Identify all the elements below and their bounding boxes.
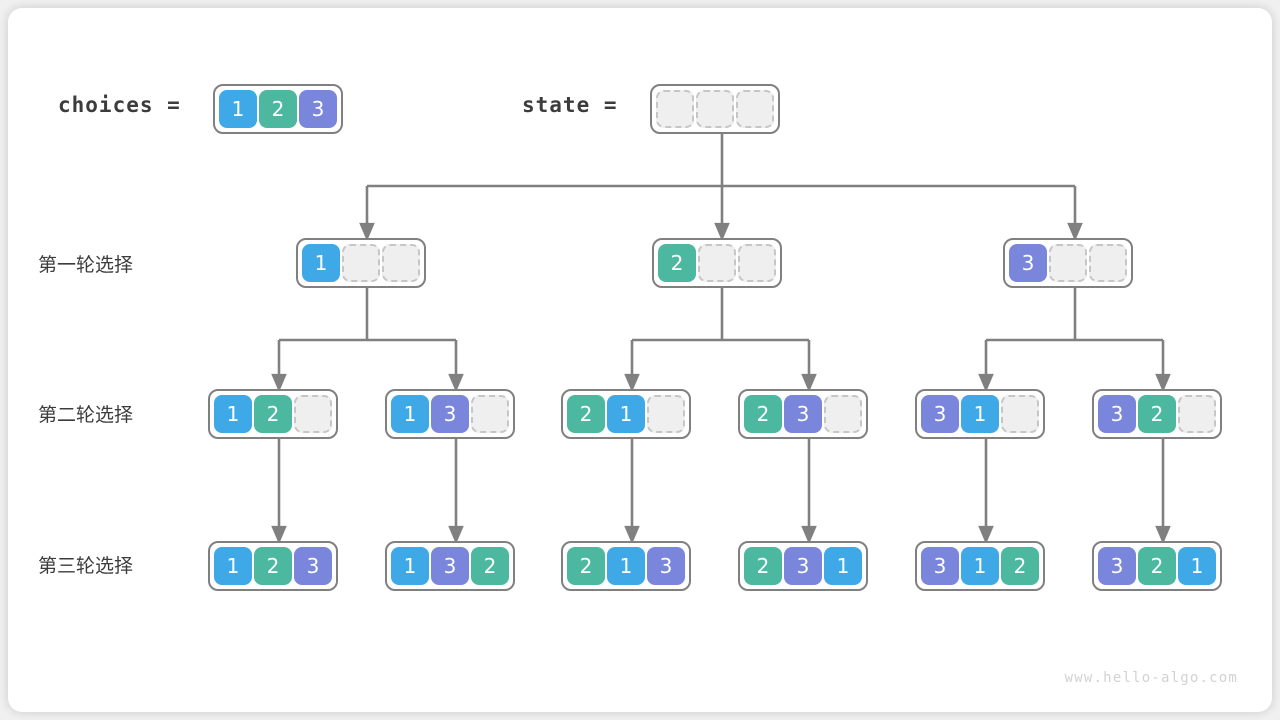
- node-cell-value: 3: [294, 547, 332, 585]
- node-cell-value: 1: [961, 395, 999, 433]
- node-cell-empty: [647, 395, 685, 433]
- node-cell-value: 1: [824, 547, 862, 585]
- node-cell-value: 2: [567, 395, 605, 433]
- state-cell-empty: [696, 90, 734, 128]
- node-cell-value: 3: [1098, 395, 1136, 433]
- node-cell-value: 2: [254, 395, 292, 433]
- choices-cell-value: 1: [219, 90, 257, 128]
- choices-cell-value: 3: [299, 90, 337, 128]
- node-cell-empty: [382, 244, 420, 282]
- node-cell-value: 2: [1138, 395, 1176, 433]
- node-cell-empty: [1178, 395, 1216, 433]
- node-cell-empty: [342, 244, 380, 282]
- node-cell-value: 2: [567, 547, 605, 585]
- node-cell-value: 3: [921, 395, 959, 433]
- node-cell-value: 3: [921, 547, 959, 585]
- node-cell-empty: [824, 395, 862, 433]
- state-cell-empty: [736, 90, 774, 128]
- node-cell-value: 1: [214, 547, 252, 585]
- node-cell-empty: [698, 244, 736, 282]
- node-cell-value: 3: [784, 547, 822, 585]
- state-array-r1-n2: 2: [652, 238, 782, 288]
- node-cell-value: 2: [658, 244, 696, 282]
- watermark: www.hello-algo.com: [1064, 670, 1238, 686]
- choices-label: choices =: [58, 93, 181, 117]
- node-cell-value: 3: [431, 547, 469, 585]
- node-cell-empty: [1089, 244, 1127, 282]
- node-cell-value: 3: [431, 395, 469, 433]
- node-cell-value: 3: [1009, 244, 1047, 282]
- state-cell-empty: [656, 90, 694, 128]
- state-array: [650, 84, 780, 134]
- node-cell-value: 1: [391, 547, 429, 585]
- node-cell-value: 1: [607, 547, 645, 585]
- node-cell-value: 1: [214, 395, 252, 433]
- node-cell-value: 1: [961, 547, 999, 585]
- state-array-r1-n3: 3: [1003, 238, 1133, 288]
- node-cell-value: 2: [744, 395, 782, 433]
- state-label: state =: [522, 93, 618, 117]
- row-label-1: 第一轮选择: [38, 254, 134, 276]
- node-cell-empty: [1049, 244, 1087, 282]
- choices-cell-value: 2: [259, 90, 297, 128]
- node-cell-empty: [738, 244, 776, 282]
- node-cell-value: 2: [254, 547, 292, 585]
- row-label-2: 第二轮选择: [38, 404, 134, 426]
- node-cell-value: 2: [471, 547, 509, 585]
- node-cell-value: 2: [1138, 547, 1176, 585]
- node-cell-value: 2: [1001, 547, 1039, 585]
- node-cell-empty: [471, 395, 509, 433]
- node-cell-value: 3: [647, 547, 685, 585]
- node-cell-value: 2: [744, 547, 782, 585]
- node-cell-empty: [1001, 395, 1039, 433]
- node-cell-value: 1: [607, 395, 645, 433]
- node-cell-value: 3: [784, 395, 822, 433]
- row-label-3: 第三轮选择: [38, 555, 134, 577]
- node-cell-value: 1: [391, 395, 429, 433]
- node-cell-empty: [294, 395, 332, 433]
- state-array-r1-n1: 1: [296, 238, 426, 288]
- node-cell-value: 3: [1098, 547, 1136, 585]
- node-cell-value: 1: [302, 244, 340, 282]
- node-cell-value: 1: [1178, 547, 1216, 585]
